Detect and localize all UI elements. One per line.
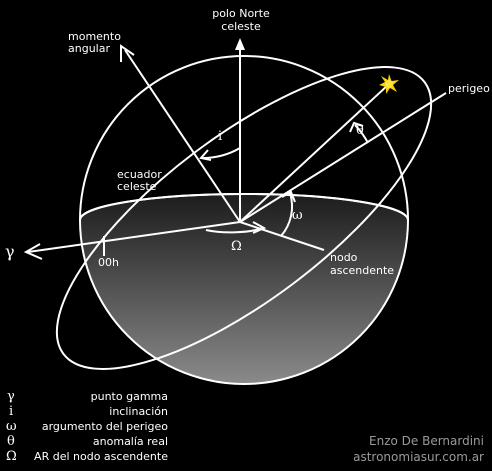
legend-symbol: Ω [6,449,17,464]
argument-perigee-arrowhead [281,190,296,203]
inclination-arc [201,147,241,160]
equator-label-line1: ecuador [117,168,162,181]
perigee-label: perigeo [448,82,490,95]
inclination-label: i [218,129,222,144]
legend-text: punto gamma [91,390,168,403]
true-anomaly-label: θ [356,123,364,138]
angular-momentum-arrowhead [120,44,135,62]
legend-symbol: γ [7,389,15,404]
gamma-label: γ [5,242,15,261]
node-label-line1: nodo [330,251,358,264]
credit-site: astronomiasur.com.ar [353,450,484,464]
satellite-line [239,84,389,223]
legend-text: argumento del perigeo [42,420,168,433]
argument-perigee-arc [280,192,294,237]
node-label-line2: ascendente [330,264,394,277]
inclination-arrowhead [199,149,212,161]
angular-momentum-vector [124,49,241,223]
true-anomaly-arc [354,124,369,144]
legend-text: anomalía real [93,435,168,448]
legend-text: AR del nodo ascendente [34,450,168,463]
credit-author: Enzo De Bernardini [369,434,484,448]
legend: γ punto gamma i inclinación ω argumento … [6,389,168,464]
legend-text: inclinación [109,405,168,418]
legend-symbol: i [9,404,13,419]
pole-arrowhead [235,38,245,50]
ra-node-arc [205,227,263,234]
equator-label-line2: celeste [117,180,157,193]
zero-hour-label: 00h [98,256,119,269]
gamma-arrowhead [23,243,43,260]
ra-node-label: Ω [231,239,242,254]
perigee-line [239,92,447,223]
pole-label-line2: celeste [221,20,261,33]
pole-label-line1: polo Norte [212,7,270,20]
angular-momentum-label-line1: momento [68,30,121,43]
ra-node-arrowhead [252,221,267,234]
legend-symbol: θ [7,434,15,449]
gamma-direction [27,221,241,253]
legend-symbol: ω [6,419,17,434]
celestial-equator-back [79,193,409,221]
argument-perigee-label: ω [292,208,303,223]
star-burst-icon [379,74,399,94]
angular-momentum-label-line2: angular [68,42,110,55]
celestial-sphere-outline [79,55,409,221]
true-anomaly-arrowhead [349,121,364,133]
